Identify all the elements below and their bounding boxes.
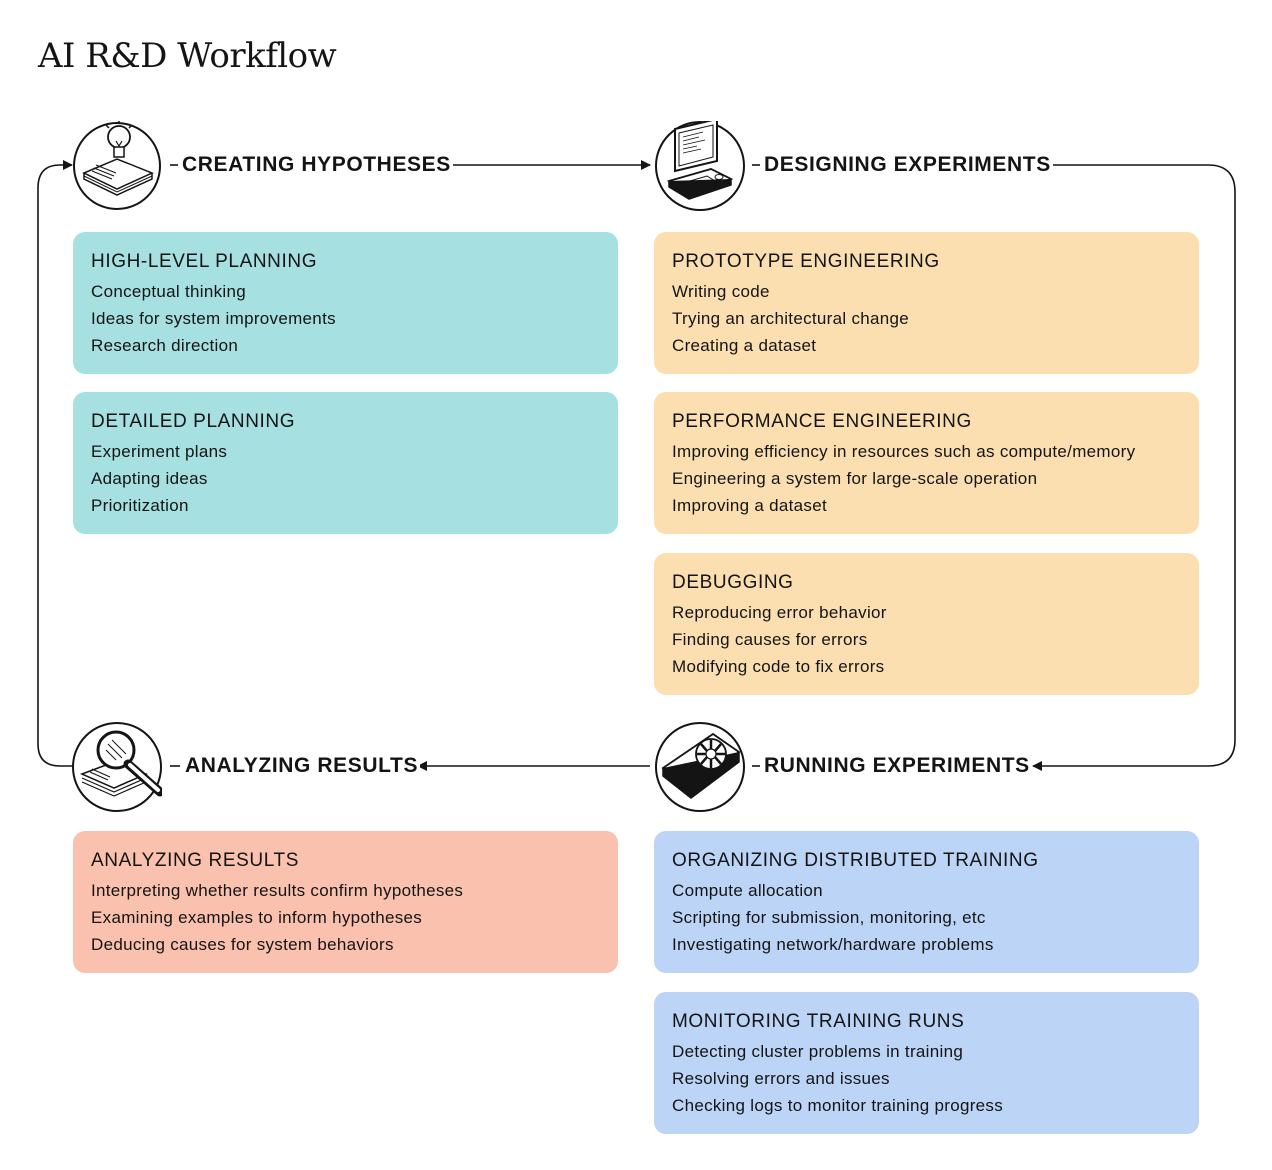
card-title: MONITORING TRAINING RUNS (672, 1011, 965, 1032)
card-item: Prioritization (91, 496, 189, 515)
card-high-level-planning: HIGH-LEVEL PLANNING Conceptual thinking … (73, 232, 618, 374)
card-item: Engineering a system for large-scale ope… (672, 469, 1038, 488)
card-item: Improving a dataset (672, 496, 828, 515)
card-title: ORGANIZING DISTRIBUTED TRAINING (672, 850, 1039, 871)
card-item: Research direction (91, 336, 239, 355)
card-analyzing-results: ANALYZING RESULTS Interpreting whether r… (73, 831, 618, 973)
stage-label-analyzing-results: ANALYZING RESULTS (183, 753, 421, 779)
card-title: ANALYZING RESULTS (91, 850, 299, 871)
card-item: Investigating network/hardware problems (672, 935, 994, 954)
card-item: Trying an architectural change (672, 309, 910, 328)
card-title: DETAILED PLANNING (91, 411, 296, 432)
card-performance-engineering: PERFORMANCE ENGINEERING Improving effici… (654, 392, 1199, 534)
magnifying-glass-on-papers-icon (72, 722, 165, 812)
card-item: Examining examples to inform hypotheses (91, 908, 423, 927)
gpu-fan-icon (655, 722, 745, 812)
card-item: Writing code (672, 282, 770, 301)
card-item: Checking logs to monitor training progre… (672, 1096, 1004, 1115)
card-item: Scripting for submission, monitoring, et… (672, 908, 986, 927)
stage-label-designing-experiments: DESIGNING EXPERIMENTS (762, 152, 1053, 178)
card-monitoring-training-runs: MONITORING TRAINING RUNS Detecting clust… (654, 992, 1199, 1134)
page-title: AI R&D Workflow (38, 36, 337, 76)
card-prototype-engineering: PROTOTYPE ENGINEERING Writing code Tryin… (654, 232, 1199, 374)
card-title: PERFORMANCE ENGINEERING (672, 411, 972, 432)
card-item: Experiment plans (91, 442, 228, 461)
card-title: HIGH-LEVEL PLANNING (91, 251, 318, 272)
lightbulb-on-papers-icon (72, 119, 162, 211)
computer-icon (655, 117, 745, 211)
card-item: Adapting ideas (91, 469, 208, 488)
card-item: Deducing causes for system behaviors (91, 935, 394, 954)
card-debugging: DEBUGGING Reproducing error behavior Fin… (654, 553, 1199, 695)
card-item: Resolving errors and issues (672, 1069, 890, 1088)
arrow-designing-to-running (1032, 164, 1236, 771)
card-organizing-distributed-training: ORGANIZING DISTRIBUTED TRAINING Compute … (654, 831, 1199, 973)
card-item: Detecting cluster problems in training (672, 1042, 964, 1061)
card-item: Creating a dataset (672, 336, 817, 355)
card-item: Ideas for system improvements (91, 309, 336, 328)
card-item: Compute allocation (672, 881, 823, 900)
card-title: DEBUGGING (672, 572, 794, 593)
card-item: Interpreting whether results confirm hyp… (91, 881, 464, 900)
card-item: Reproducing error behavior (672, 603, 887, 622)
card-detailed-planning: DETAILED PLANNING Experiment plans Adapt… (73, 392, 618, 534)
stage-label-creating-hypotheses: CREATING HYPOTHESES (180, 152, 453, 178)
card-title: PROTOTYPE ENGINEERING (672, 251, 940, 272)
card-item: Conceptual thinking (91, 282, 247, 301)
card-item: Modifying code to fix errors (672, 657, 885, 676)
arrow-analyzing-to-creating (37, 160, 73, 767)
card-item: Improving efficiency in resources such a… (672, 442, 1136, 461)
card-item: Finding causes for errors (672, 630, 868, 649)
stage-label-running-experiments: RUNNING EXPERIMENTS (762, 753, 1032, 779)
